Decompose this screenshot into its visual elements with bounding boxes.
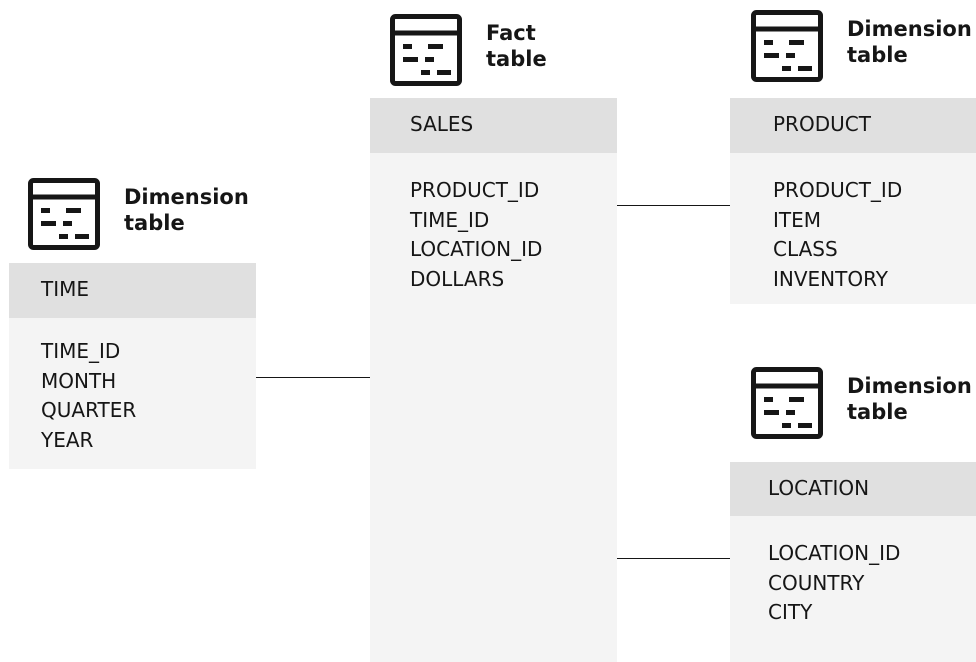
table-header: LOCATION: [730, 462, 976, 516]
field-item: MONTH: [41, 368, 117, 393]
field-item: TIME_ID: [41, 339, 121, 363]
location-table-heading: Dimension table: [751, 367, 976, 439]
table-kind-label: Dimension table: [124, 184, 249, 236]
table-kind-line2: table: [847, 400, 908, 424]
table-kind-line2: table: [486, 47, 547, 71]
time-sales-connector: [256, 377, 370, 378]
sales-product-connector: [617, 205, 730, 206]
table-header: SALES: [370, 98, 617, 153]
product-table-heading: Dimension table: [751, 10, 976, 82]
table-header: TIME: [9, 263, 256, 318]
location-table: LOCATION LOCATION_ID COUNTRY CITY: [730, 462, 976, 662]
field-item: PRODUCT_ID: [410, 178, 540, 202]
sales-location-connector: [617, 558, 730, 559]
table-icon: [751, 10, 823, 82]
field-item: CLASS: [773, 237, 838, 261]
table-icon: [751, 367, 823, 439]
field-item: PRODUCT_ID: [773, 178, 903, 202]
field-item: ITEM: [773, 207, 822, 232]
field-item: TIME_ID: [410, 207, 490, 232]
table-name: SALES: [410, 112, 474, 136]
table-kind-line1: Fact: [486, 21, 536, 45]
table-kind-line1: Dimension: [124, 185, 249, 209]
table-icon: [390, 14, 462, 86]
field-list: PRODUCT_ID ITEM CLASS INVENTORY: [773, 176, 902, 294]
table-name: LOCATION: [768, 476, 870, 500]
time-table-heading: Dimension table: [28, 178, 268, 250]
table-kind-label: Dimension table: [847, 16, 972, 68]
field-item: CITY: [768, 600, 813, 624]
field-item: INVENTORY: [773, 266, 888, 291]
table-icon: [28, 178, 100, 250]
table-kind-label: Fact table: [486, 20, 547, 72]
field-item: LOCATION_ID: [410, 237, 543, 261]
sales-table: SALES PRODUCT_ID TIME_ID LOCATION_ID DOL…: [370, 98, 617, 662]
table-header: PRODUCT: [730, 98, 976, 153]
field-list: TIME_ID MONTH QUARTER YEAR: [41, 337, 136, 455]
time-table: TIME TIME_ID MONTH QUARTER YEAR: [9, 263, 256, 469]
table-kind-line2: table: [847, 43, 908, 67]
field-item: QUARTER: [41, 398, 137, 422]
table-name: TIME: [41, 277, 90, 301]
field-item: YEAR: [41, 427, 94, 452]
sales-table-heading: Fact table: [390, 14, 590, 86]
field-list: PRODUCT_ID TIME_ID LOCATION_ID DOLLARS: [410, 176, 542, 294]
product-table: PRODUCT PRODUCT_ID ITEM CLASS INVENTORY: [730, 98, 976, 304]
table-kind-line1: Dimension: [847, 17, 972, 41]
field-item: DOLLARS: [410, 266, 505, 291]
table-kind-line2: table: [124, 211, 185, 235]
field-item: LOCATION_ID: [768, 541, 901, 565]
table-kind-line1: Dimension: [847, 374, 972, 398]
table-kind-label: Dimension table: [847, 373, 972, 425]
field-item: COUNTRY: [768, 570, 865, 595]
table-name: PRODUCT: [773, 112, 871, 136]
field-list: LOCATION_ID COUNTRY CITY: [768, 539, 900, 628]
